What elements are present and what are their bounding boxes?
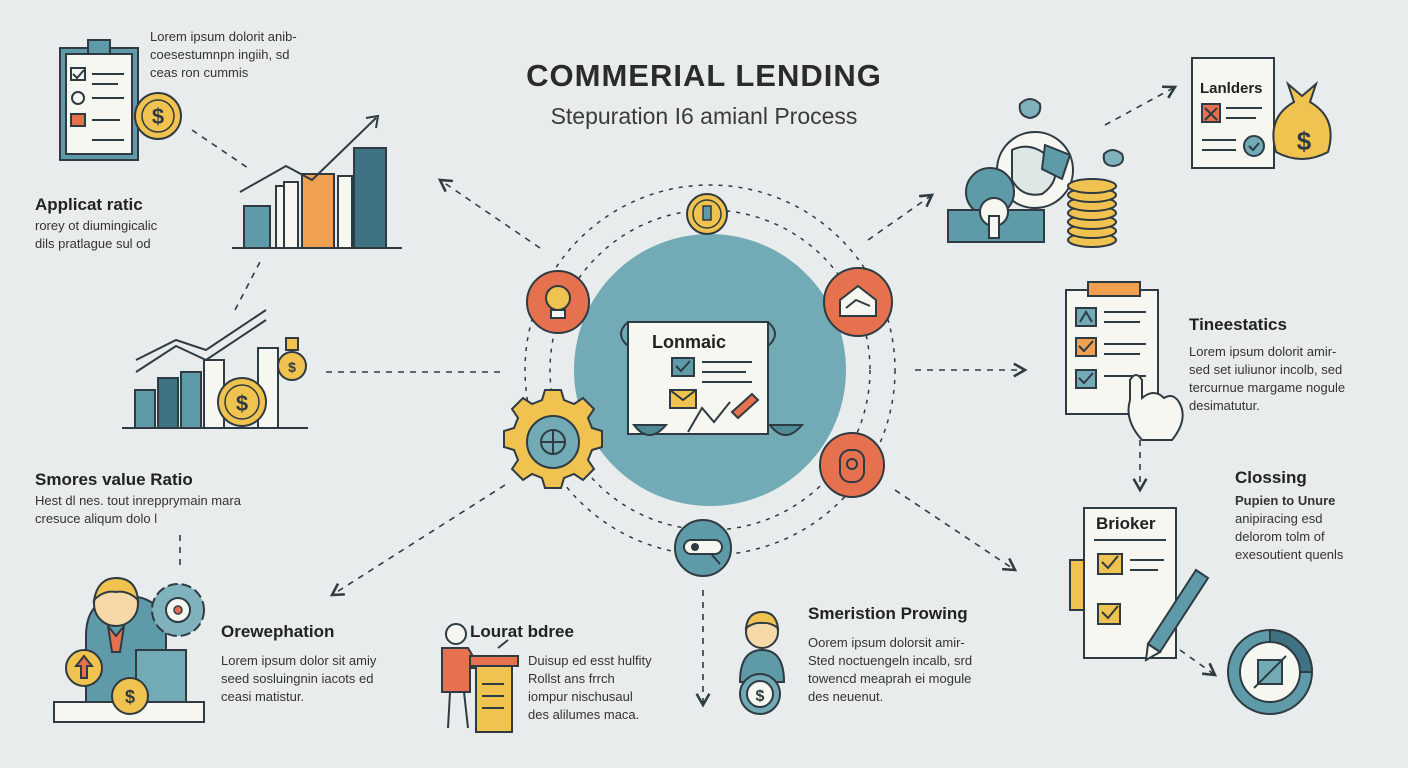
growth-chart-coins-icon: $ $ bbox=[122, 309, 308, 429]
orewephation-section: Orewephation Lorem ipsum dolor sit amiy … bbox=[221, 622, 431, 706]
louratbdree-line: Rollst ans frrch bbox=[528, 671, 615, 686]
tineestatics-line: Lorem ipsum dolorit amir- bbox=[1189, 344, 1337, 359]
dollar-coin-icon: $ bbox=[134, 92, 182, 140]
applicat-line: dils pratlague sul od bbox=[35, 236, 151, 251]
lenders-card-title: Lanlders bbox=[1200, 80, 1263, 97]
louratbdree-line: des alilumes maca. bbox=[528, 707, 640, 722]
top-left-note-line: ceas ron cummis bbox=[150, 65, 249, 80]
svg-text:$: $ bbox=[756, 688, 765, 705]
orewephation-line: ceasi matistur. bbox=[221, 689, 305, 704]
orewephation-title: Orewephation bbox=[221, 622, 335, 641]
svg-text:$: $ bbox=[288, 359, 296, 375]
pen-icon bbox=[1144, 568, 1210, 662]
applicat-line: rorey ot diumingicalic bbox=[35, 218, 158, 233]
top-left-note-line: coesestumnpn ingiih, sd bbox=[150, 47, 290, 62]
louratbdree-line: Duisup ed esst hulfity bbox=[528, 653, 652, 668]
toggle-search-icon bbox=[674, 519, 732, 577]
clossing-line: exesoutient quenls bbox=[1235, 547, 1344, 562]
bulb-gear-icon bbox=[526, 270, 590, 334]
center-label: Lonmaic bbox=[652, 332, 727, 352]
smores-section: Smores value Ratio Hest dl nes. tout inr… bbox=[35, 470, 315, 528]
tineestatics-section: Tineestatics Lorem ipsum dolorit amir- s… bbox=[1189, 315, 1399, 415]
globe-coins-icon bbox=[947, 98, 1124, 248]
smeristion-line: Oorem ipsum dolorsit amir- bbox=[808, 635, 965, 650]
applicat-section: Applicat ratic rorey ot diumingicalic di… bbox=[35, 195, 275, 253]
top-left-note-line: Lorem ipsum dolorit anib- bbox=[150, 29, 297, 44]
clossing-line: anipiracing esd bbox=[1235, 511, 1323, 526]
smores-title: Smores value Ratio bbox=[35, 470, 193, 489]
clossing-line: Pupien to Unure bbox=[1235, 493, 1336, 508]
lenders-document-icon bbox=[1191, 57, 1275, 169]
smores-line: Hest dl nes. tout inrepprymain mara bbox=[35, 493, 241, 508]
page-title: COMMERIAL LENDING bbox=[526, 58, 882, 93]
smeristion-line: towencd meaprah ei mogule bbox=[808, 671, 972, 686]
lock-icon bbox=[819, 432, 885, 498]
clossing-line: delorom tolm of bbox=[1235, 529, 1325, 544]
bar-chart-up-icon bbox=[232, 114, 402, 249]
podium-speaker-icon bbox=[441, 623, 519, 733]
tineestatics-line: sed set iuliunor incolb, sed bbox=[1189, 362, 1343, 377]
svg-text:$: $ bbox=[1297, 126, 1312, 156]
gear-icon bbox=[503, 389, 603, 489]
gear-small-icon bbox=[151, 583, 205, 637]
smeristion-line: des neuenut. bbox=[808, 689, 884, 704]
orewephation-line: seed sosluingnin iacots ed bbox=[221, 671, 374, 686]
smeristion-section: Smeristion Prowing Oorem ipsum dolorsit … bbox=[808, 604, 1028, 706]
tineestatics-line: desimatutur. bbox=[1189, 398, 1260, 413]
handshake-icon bbox=[823, 267, 893, 337]
svg-text:$: $ bbox=[236, 391, 248, 416]
tablet-pointer-icon bbox=[1065, 281, 1184, 441]
lightbulb-person-icon bbox=[686, 193, 728, 235]
orewephation-line: Lorem ipsum dolor sit amiy bbox=[221, 653, 377, 668]
clossing-section: Clossing Pupien to Unure anipiracing esd… bbox=[1235, 468, 1400, 564]
connector-arrows bbox=[179, 85, 1218, 708]
louratbdree-title: Lourat bdree bbox=[470, 622, 574, 641]
businessman-icon: $ bbox=[53, 576, 205, 723]
applicat-title: Applicat ratic bbox=[35, 195, 143, 214]
tineestatics-title: Tineestatics bbox=[1189, 315, 1287, 334]
scroll-document-icon bbox=[620, 321, 805, 436]
tineestatics-line: tercurnue margame nogule bbox=[1189, 380, 1346, 395]
smeristion-title: Smeristion Prowing bbox=[808, 604, 968, 623]
svg-text:$: $ bbox=[152, 104, 164, 129]
svg-text:$: $ bbox=[125, 687, 135, 707]
broker-card-title: Brioker bbox=[1096, 514, 1156, 533]
clossing-title: Clossing bbox=[1235, 468, 1307, 487]
louratbdree-section: Lourat bdree Duisup ed esst hulfity Roll… bbox=[470, 622, 670, 724]
money-bag-icon: $ bbox=[1272, 80, 1332, 160]
smeristion-line: Sted noctuengeln incalb, srd bbox=[808, 653, 973, 668]
smores-line: cresuce aliqum dolo l bbox=[35, 511, 158, 526]
louratbdree-line: iompur nischusaul bbox=[528, 689, 633, 704]
person-coin-icon: $ bbox=[738, 610, 786, 715]
pie-chart-icon bbox=[1227, 628, 1314, 715]
top-left-note: Lorem ipsum dolorit anib- coesestumnpn i… bbox=[150, 28, 370, 82]
page-subtitle: Stepuration I6 amianl Process bbox=[550, 103, 858, 129]
